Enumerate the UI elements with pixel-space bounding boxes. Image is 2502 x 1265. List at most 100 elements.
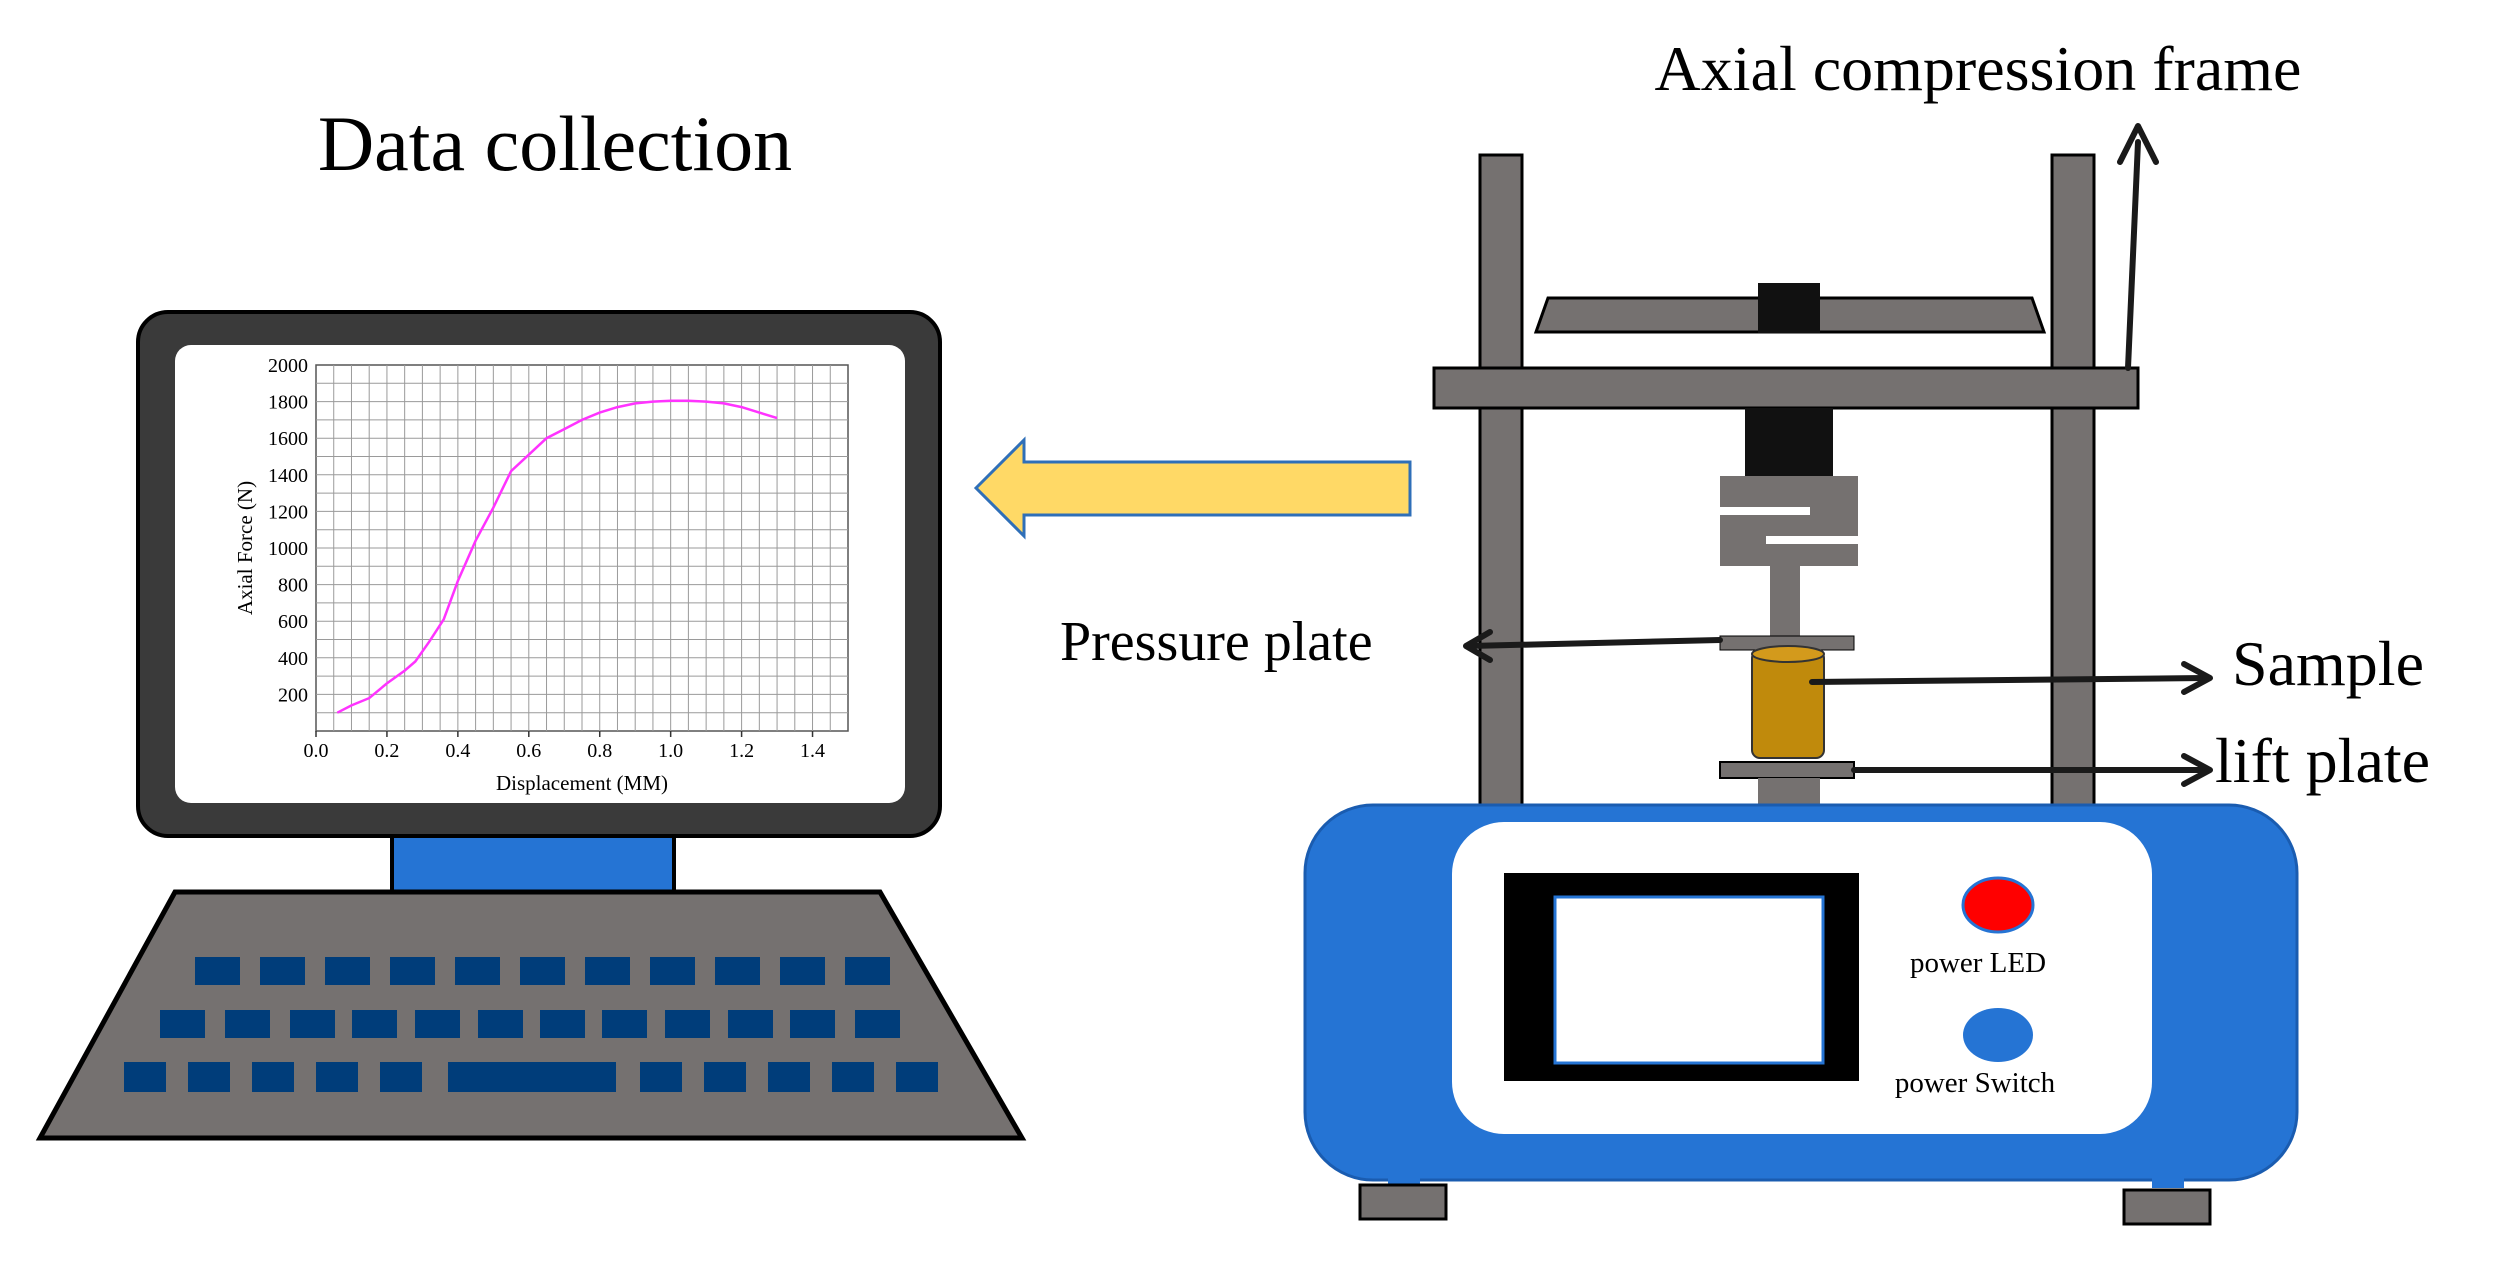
machine-base: power LED power Switch (1303, 803, 2299, 1226)
frame-label: Axial compression frame (1655, 33, 2302, 104)
sample-arrow-line (1809, 675, 2208, 685)
keyboard-key (225, 1010, 270, 1038)
series-line (336, 399, 778, 714)
frame-arrow-line (2125, 139, 2141, 371)
keyboard-key (390, 957, 435, 985)
keyboard-key (188, 1062, 230, 1092)
left-column (1478, 153, 1524, 809)
keyboard-key (252, 1062, 294, 1092)
keyboard-icon (35, 889, 1027, 1141)
y-tick-labels: 200 400 600 800 1000 1200 1400 1600 1800 2000 (268, 355, 308, 706)
y-tick-label: 1800 (268, 392, 308, 414)
y-tick-label: 1400 (268, 465, 308, 487)
keyboard-keys (124, 957, 938, 1092)
keyboard-key (768, 1062, 810, 1092)
lift-plate (1719, 761, 1855, 779)
crossbeam (1432, 366, 2140, 410)
axial-compression-frame (1432, 153, 2140, 809)
lift-plate-label: lift plate (2215, 725, 2430, 796)
keyboard-key (832, 1062, 874, 1092)
keyboard-key (602, 1010, 647, 1038)
x-tick-label: 1.2 (729, 740, 754, 762)
keyboard-key (290, 1010, 335, 1038)
keyboard-key (845, 957, 890, 985)
x-tick-label: 1.4 (800, 740, 825, 762)
fixture-slot-1 (1720, 507, 1810, 515)
x-axis-label: Displacement (MM) (496, 771, 668, 795)
fixture-slot-2 (1766, 536, 1858, 544)
left-foot (1358, 1183, 1448, 1221)
sample-label: Sample (2232, 628, 2424, 699)
y-axis-label: Axial Force (N) (233, 481, 257, 615)
lift-plate-arrowhead (2181, 753, 2213, 787)
keyboard-key (728, 1010, 773, 1038)
keyboard-key (780, 957, 825, 985)
x-tick-labels: 0.0 0.2 0.4 0.6 0.8 1.0 1.2 1.4 (304, 731, 825, 762)
arrow-left-icon (973, 436, 1412, 540)
keyboard-key (790, 1010, 835, 1038)
display-screen (1553, 895, 1825, 1065)
power-switch-button[interactable] (1963, 1008, 2033, 1062)
x-tick-label: 1.0 (658, 740, 683, 762)
y-tick-label: 1000 (268, 538, 308, 560)
fixture-stem (1770, 566, 1800, 636)
chart-grid (316, 365, 848, 731)
keyboard-key (855, 1010, 900, 1038)
keyboard-key (896, 1062, 938, 1092)
pressure-plate-label: Pressure plate (1060, 611, 1373, 673)
keyboard-key (715, 957, 760, 985)
right-foot (2122, 1188, 2212, 1226)
y-tick-label: 200 (278, 684, 308, 706)
y-tick-label: 2000 (268, 355, 308, 377)
monitor-stand (390, 834, 676, 894)
sample-top (1751, 645, 1825, 663)
pressure-plate-arrow-line (1467, 637, 1723, 649)
force-displacement-chart: 0.0 0.2 0.4 0.6 0.8 1.0 1.2 1.4 200 400 600 800 100… (233, 355, 849, 795)
lift-stem (1758, 778, 1820, 808)
keyboard-key (325, 957, 370, 985)
keyboard-key (650, 957, 695, 985)
leader-arrows (1463, 123, 2213, 787)
keyboard-key (260, 957, 305, 985)
y-tick-label: 400 (278, 648, 308, 670)
right-column (2050, 153, 2096, 809)
fixture-head (1720, 476, 1858, 566)
power-switch-label: power Switch (1895, 1067, 2056, 1099)
power-led-indicator (1961, 876, 2035, 934)
keyboard-key (455, 957, 500, 985)
left-leg (1388, 1134, 1420, 1188)
x-tick-label: 0.0 (304, 740, 329, 762)
x-tick-label: 0.8 (587, 740, 612, 762)
keyboard-key (380, 1062, 422, 1092)
sample-cylinder (1751, 649, 1825, 759)
x-tick-label: 0.2 (374, 740, 399, 762)
load-cell-top (1758, 283, 1820, 333)
right-leg (2152, 1134, 2184, 1188)
x-tick-label: 0.6 (516, 740, 541, 762)
pressure-plate-arrowhead (1463, 629, 1493, 663)
y-tick-label: 600 (278, 611, 308, 633)
y-tick-label: 1600 (268, 428, 308, 450)
sample-arrowhead (2181, 661, 2213, 695)
keyboard-key (160, 1010, 205, 1038)
y-tick-label: 1200 (268, 501, 308, 523)
keyboard-key (352, 1010, 397, 1038)
keyboard-key (448, 1062, 616, 1092)
keyboard-key (585, 957, 630, 985)
keyboard-key (540, 1010, 585, 1038)
keyboard-key (415, 1010, 460, 1038)
x-tick-label: 0.4 (445, 740, 470, 762)
keyboard-key (195, 957, 240, 985)
page-title: Data collection (318, 100, 792, 187)
keyboard-key (478, 1010, 523, 1038)
keyboard-key (704, 1062, 746, 1092)
power-led-label: power LED (1910, 947, 2046, 979)
keyboard-key (665, 1010, 710, 1038)
y-tick-label: 800 (278, 575, 308, 597)
keyboard-key (640, 1062, 682, 1092)
keyboard-key (520, 957, 565, 985)
keyboard-key (124, 1062, 166, 1092)
actuator (1745, 408, 1833, 476)
keyboard-key (316, 1062, 358, 1092)
